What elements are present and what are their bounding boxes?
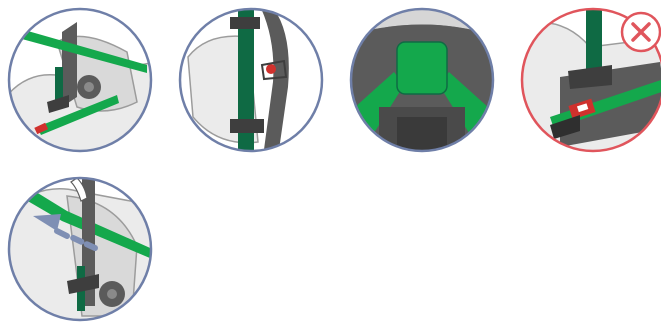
step-2-frame xyxy=(178,7,324,153)
cross-icon xyxy=(620,11,661,53)
step-5-illustration xyxy=(7,176,153,322)
step-2-illustration xyxy=(178,7,324,153)
step-5-frame xyxy=(7,176,153,322)
step-3-illustration xyxy=(349,7,495,153)
step-1-illustration xyxy=(7,7,153,153)
step-3-frame xyxy=(349,7,495,153)
dashed-arrow-icon xyxy=(33,214,98,251)
step-4-illustration xyxy=(520,7,661,153)
step-4-frame xyxy=(520,7,661,153)
step-1-frame xyxy=(7,7,153,153)
